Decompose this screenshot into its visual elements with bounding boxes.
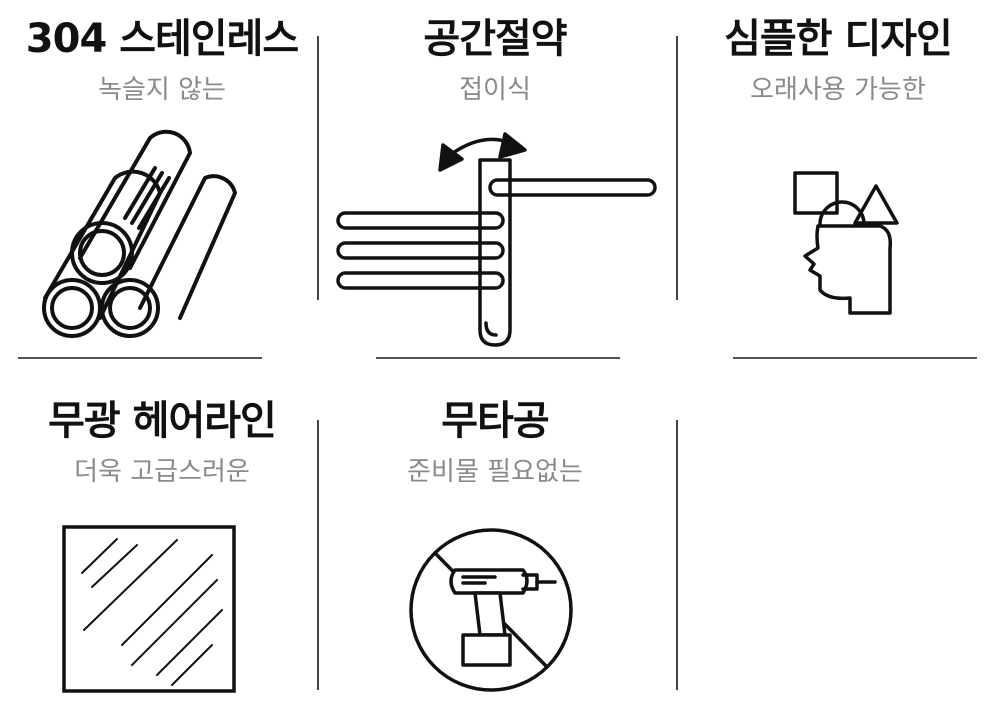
folding-rack-icon [330,125,660,355]
feature-title: 무타공 [441,398,549,444]
feature-hairline: 무광 헤어라인 더욱 고급스러운 [12,396,312,490]
feature-title: 심플한 디자인 [724,16,953,62]
feature-simple-design: 심플한 디자인 오래사용 가능한 [688,14,988,108]
divider-horizontal [376,357,620,359]
no-drill-icon [405,525,580,695]
divider-vertical [317,36,319,300]
feature-subtitle: 준비물 필요없는 [407,457,583,487]
feature-title: 공간절약 [423,16,567,62]
divider-horizontal [18,357,262,359]
feature-title: 무광 헤어라인 [48,398,277,444]
divider-horizontal [733,357,977,359]
feature-subtitle: 녹슬지 않는 [98,75,226,105]
head-shapes-icon [780,168,910,338]
feature-subtitle: 오래사용 가능한 [750,75,926,105]
hairline-panel-icon [62,525,237,695]
feature-subtitle: 더욱 고급스러운 [74,457,250,487]
feature-space-saving: 공간절약 접이식 [345,14,645,108]
divider-vertical [676,420,678,690]
divider-vertical [317,420,319,690]
pipes-icon [30,118,250,348]
feature-subtitle: 접이식 [459,75,531,105]
feature-title: 304 스테인레스 [25,16,299,62]
divider-vertical [676,36,678,300]
feature-no-drilling: 무타공 준비물 필요없는 [345,396,645,490]
feature-stainless: 304 스테인레스 녹슬지 않는 [12,14,312,108]
